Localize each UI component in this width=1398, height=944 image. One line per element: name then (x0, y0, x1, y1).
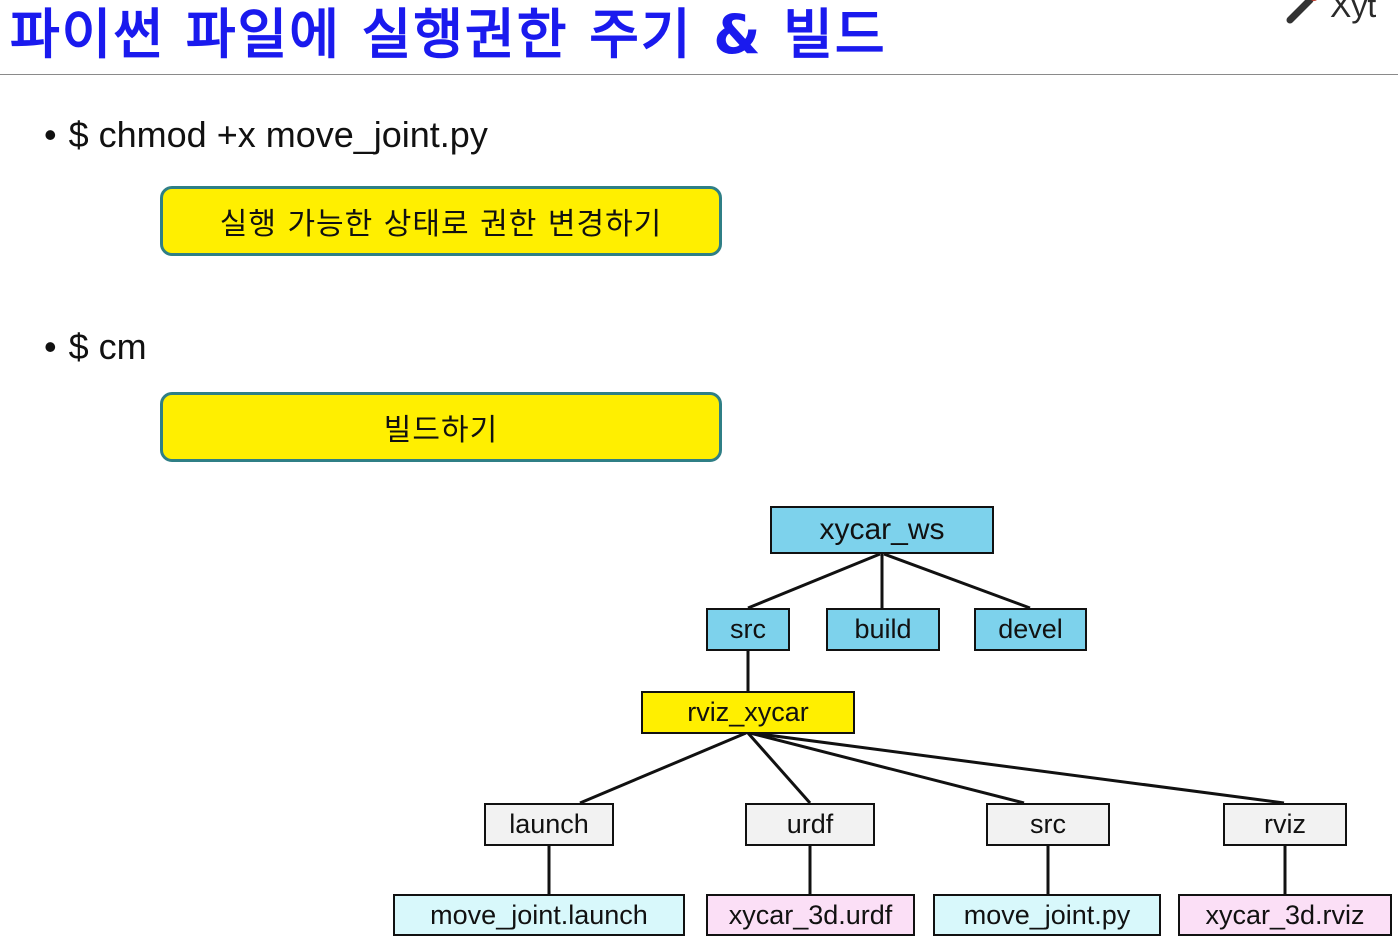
node-root: xycar_ws (770, 506, 994, 554)
edge-package-src (749, 731, 1025, 805)
callout-chmod: 실행 가능한 상태로 권한 변경하기 (160, 186, 722, 256)
node-folder-urdf: urdf (745, 803, 875, 846)
node-file-launch: move_joint.launch (393, 894, 685, 936)
bullet-text: $ chmod +x move_joint.py (68, 114, 488, 155)
slide-title: 파이썬 파일에 실행권한 주기 & 빌드 (10, 3, 887, 66)
bullet-text: $ cm (68, 326, 147, 367)
bullet-chmod: • $ chmod +x move_joint.py (44, 114, 488, 156)
node-level1-src: src (706, 608, 790, 651)
bullet-cm: • $ cm (44, 326, 147, 368)
node-file-rviz: xycar_3d.rviz (1178, 894, 1392, 936)
edge-root-devel (883, 552, 1031, 610)
node-level1-build: build (826, 608, 940, 651)
edge-package-launch (579, 731, 747, 805)
logo-text: Xyt (1330, 0, 1377, 24)
node-file-py: move_joint.py (933, 894, 1161, 936)
callout-cm: 빌드하기 (160, 392, 722, 462)
node-folder-launch: launch (484, 803, 614, 846)
brand-logo: Xyt (1286, 0, 1376, 26)
bullet-marker: • (44, 326, 57, 367)
bullet-marker: • (44, 114, 57, 155)
node-level1-devel: devel (974, 608, 1087, 651)
title-divider (0, 74, 1398, 75)
node-folder-rviz: rviz (1223, 803, 1347, 846)
edge-package-rviz (751, 731, 1285, 805)
node-package: rviz_xycar (641, 691, 855, 734)
node-folder-src: src (986, 803, 1110, 846)
edge-root-src (747, 552, 881, 610)
wand-icon (1286, 0, 1317, 24)
edge-package-urdf (746, 732, 812, 804)
node-file-urdf: xycar_3d.urdf (706, 894, 915, 936)
